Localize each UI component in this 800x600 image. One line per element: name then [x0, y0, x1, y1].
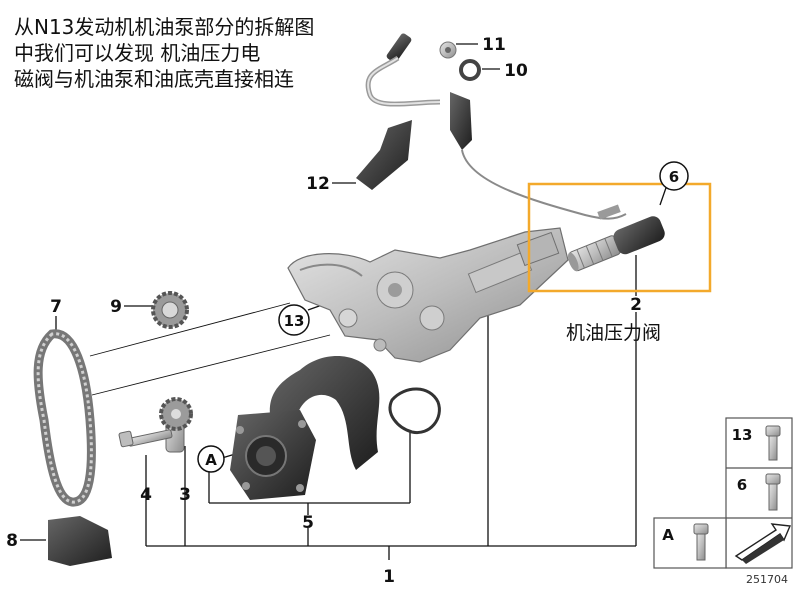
highlight-box	[527, 182, 712, 293]
legend-label-6: 6	[737, 476, 747, 494]
part-2-pressure-valve	[568, 204, 665, 272]
callout-7: 7	[50, 297, 62, 317]
oil-pump-body	[287, 227, 569, 363]
part-5-gasket	[388, 387, 441, 435]
legend-label-A: A	[662, 526, 674, 544]
callout-10: 10	[504, 61, 528, 81]
callout-11: 11	[482, 35, 506, 55]
callout-3: 3	[179, 485, 191, 505]
callout-1: 1	[383, 567, 395, 587]
arrow-icon	[734, 523, 792, 564]
part-4-bolt	[118, 429, 173, 448]
leader-lines	[20, 43, 669, 560]
callout-A: A	[205, 451, 217, 469]
callout-6-circle: 6	[659, 161, 689, 191]
part-7-chain	[33, 329, 96, 507]
bolt-icon	[765, 425, 781, 461]
callout-13-circle: 13	[278, 304, 310, 336]
part-3-gear	[159, 397, 193, 453]
part-11-nut	[439, 41, 457, 59]
part-8-cover	[48, 516, 112, 566]
reference-number: 251704	[746, 573, 788, 586]
callout-9: 9	[110, 297, 122, 317]
bolt-icon	[693, 523, 709, 561]
bolt-icon	[765, 473, 781, 511]
callout-6: 6	[669, 168, 679, 186]
callout-13: 13	[284, 312, 305, 330]
part-12-sensor-wire	[356, 33, 627, 220]
fastener-legend: 13 6 A	[653, 417, 793, 569]
callout-A-circle: A	[197, 445, 225, 473]
pressure-valve-label: 机油压力阀	[566, 322, 662, 344]
callout-4: 4	[140, 485, 152, 505]
callout-8: 8	[6, 531, 18, 551]
part-9-sprocket	[151, 291, 189, 329]
caption: 从N13发动机机油泵部分的拆解图 中我们可以发现 机油压力电 磁阀与机油泵和油底…	[14, 14, 394, 92]
callout-2: 2	[630, 295, 642, 315]
callout-5: 5	[302, 513, 314, 533]
legend-label-13: 13	[732, 426, 753, 444]
part-10-seal	[459, 59, 481, 81]
caption-line-1: 从N13发动机机油泵部分的拆解图	[14, 15, 315, 39]
caption-line-3: 磁阀与机油泵和油底壳直接相连	[14, 67, 294, 91]
part-5-pickup-pipe	[230, 356, 380, 500]
callout-12: 12	[306, 174, 330, 194]
caption-line-2: 中我们可以发现 机油压力电	[14, 41, 261, 65]
